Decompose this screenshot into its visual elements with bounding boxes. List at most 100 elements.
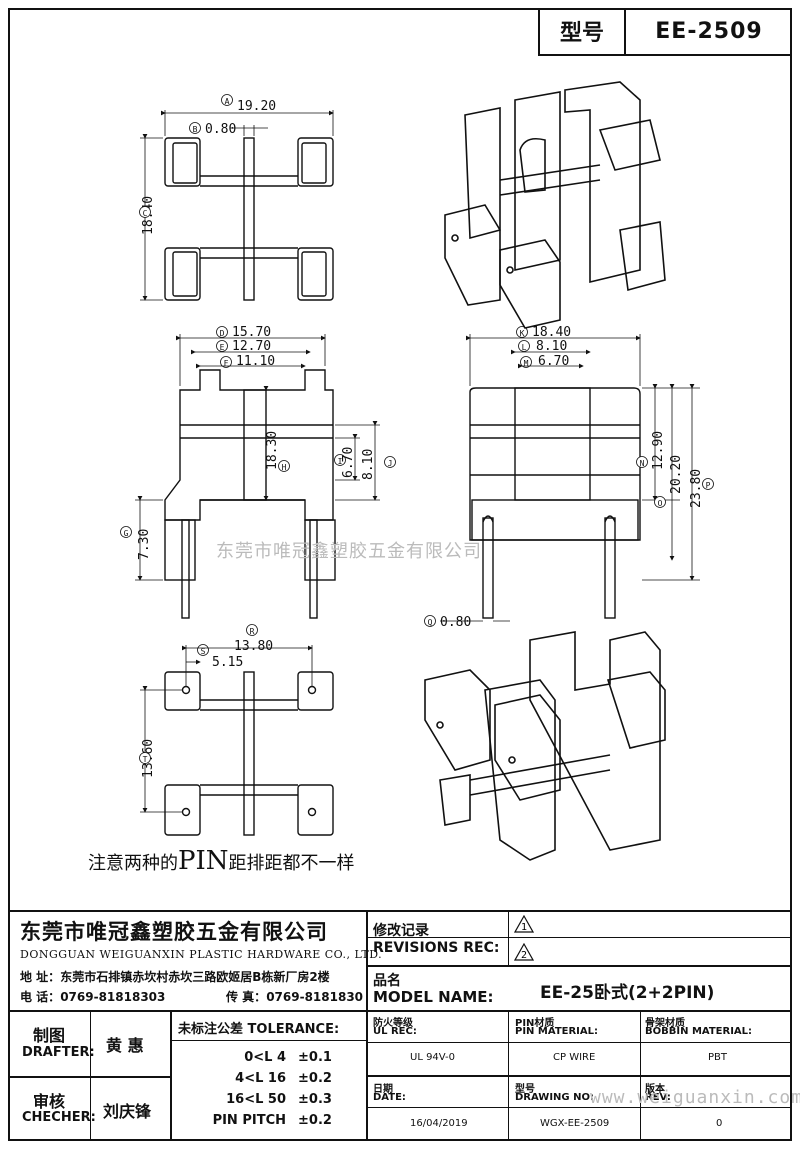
svg-text:M: M — [524, 359, 529, 368]
model-value: EE-25卧式(2+2PIN) — [540, 983, 715, 1003]
pin-note: 注意两种的PIN距排距都不一样 — [88, 846, 355, 876]
pin-note-pin: PIN — [178, 846, 229, 876]
svg-text:Q: Q — [428, 618, 433, 627]
svg-text:J: J — [388, 459, 393, 468]
svg-text:D: D — [220, 329, 225, 338]
dim-n: 12.90 N — [636, 431, 666, 470]
dim-c: 18.40 C — [139, 196, 156, 235]
dim-s: S 5.15 — [197, 644, 243, 670]
svg-text:N: N — [640, 459, 645, 468]
tolerance-table: 0<L 4±0.1 4<L 16±0.2 16<L 50±0.3 PIN PIT… — [180, 1050, 360, 1134]
drafter-label-en: DRAFTER: — [22, 1045, 95, 1060]
pin-note-pre: 注意两种的 — [88, 853, 178, 874]
drafter-name: 黄 惠 — [106, 1036, 144, 1055]
svg-text:0.80: 0.80 — [205, 122, 236, 137]
drawing-no-value: WGX-EE-2509 — [540, 1118, 610, 1129]
svg-text:0.80: 0.80 — [440, 615, 471, 630]
fax-value: 0769-8181830 — [266, 990, 364, 1004]
address-value: 东莞市石排镇赤坎村赤坎三路欧姬居B栋新厂房2楼 — [60, 970, 330, 984]
technical-drawing: A 19.20 B 0.80 18.40 C D 15.70 E 12.70 F… — [120, 81, 714, 861]
address-row: 地 址：东莞市石排镇赤坎村赤坎三路欧姬居B栋新厂房2楼 — [20, 968, 330, 985]
svg-text:P: P — [706, 481, 711, 490]
svg-text:I: I — [338, 457, 343, 466]
svg-text:5.15: 5.15 — [212, 655, 243, 670]
svg-text:7.30: 7.30 — [137, 529, 152, 560]
svg-text:13.80: 13.80 — [234, 639, 273, 654]
svg-text:8.10: 8.10 — [361, 449, 376, 480]
svg-text:19.20: 19.20 — [237, 99, 276, 114]
svg-text:23.80: 23.80 — [689, 469, 704, 508]
dim-l: L 8.10 — [518, 339, 567, 354]
checker-name: 刘庆锋 — [103, 1102, 152, 1121]
type-value: EE-2509 — [655, 18, 763, 44]
pin-material-label-en: PIN MATERIAL: — [515, 1026, 598, 1037]
type-label: 型号 — [540, 8, 626, 54]
dim-j: 8.10 J — [361, 449, 396, 480]
svg-text:L: L — [522, 343, 527, 352]
svg-text:11.10: 11.10 — [236, 354, 275, 369]
svg-text:12.70: 12.70 — [232, 339, 271, 354]
svg-text:T: T — [143, 755, 148, 764]
pin-material-value: CP WIRE — [553, 1052, 596, 1063]
svg-text:8.10: 8.10 — [536, 339, 567, 354]
dim-q: Q 0.80 — [424, 615, 471, 630]
svg-text:B: B — [193, 125, 198, 134]
isometric-view-top — [444, 81, 666, 329]
dim-e: E 12.70 — [216, 339, 271, 354]
bobbin-material-label-en: BOBBIN MATERIAL: — [645, 1026, 753, 1037]
svg-text:6.70: 6.70 — [341, 447, 356, 478]
svg-text:18.30: 18.30 — [265, 431, 280, 470]
svg-text:E: E — [220, 343, 225, 352]
svg-text:6.70: 6.70 — [538, 354, 569, 369]
dim-i: I 6.70 — [334, 447, 356, 478]
revisions-label-en: REVISIONS REC: — [373, 940, 500, 956]
drawing-no-label-en: DRAWING NO: — [515, 1092, 594, 1103]
model-label-en: MODEL NAME: — [373, 988, 494, 1006]
phone-value: 0769-81818303 — [60, 990, 166, 1004]
tolerance-row: PIN PITCH±0.2 — [212, 1113, 332, 1128]
svg-text:R: R — [250, 627, 255, 636]
tolerance-row: 16<L 50±0.3 — [226, 1092, 332, 1107]
watermark-url: www.weiguanxin.com — [590, 1087, 800, 1108]
pin-material-label-cn: PIN材质 — [515, 1018, 555, 1029]
ul-label-cn: 防火等级 — [373, 1018, 413, 1029]
tolerance-label: 未标注公差 TOLERANCE: — [178, 1022, 340, 1037]
watermark-text: 东莞市唯冠鑫塑胶五金有限公司 — [216, 541, 482, 562]
svg-text:S: S — [201, 647, 206, 656]
company-name-cn: 东莞市唯冠鑫塑胶五金有限公司 — [20, 920, 328, 944]
checker-label-en: CHECHER: — [22, 1110, 96, 1125]
revision-2-mark: 2 — [513, 942, 535, 965]
svg-text:F: F — [224, 359, 229, 368]
pin-note-post: 距排距都不一样 — [228, 853, 355, 874]
revision-1-mark: 1 — [513, 914, 535, 937]
model-label-cn: 品名 — [373, 973, 401, 989]
dim-r: R 13.80 — [234, 624, 273, 654]
dim-k: K 18.40 — [516, 325, 571, 340]
type-header: 型号 EE-2509 — [538, 8, 792, 56]
front-view — [135, 334, 380, 619]
svg-text:A: A — [225, 97, 230, 106]
date-label-en: DATE: — [373, 1092, 406, 1103]
svg-text:C: C — [143, 209, 148, 218]
dim-f: F 11.10 — [220, 354, 275, 369]
address-label: 地 址： — [20, 970, 61, 984]
dim-t: 13.60 T — [139, 739, 156, 778]
company-name-en: DONGGUAN WEIGUANXIN PLASTIC HARDWARE CO.… — [20, 948, 383, 961]
isometric-view-bottom — [424, 631, 666, 861]
svg-text:O: O — [658, 499, 663, 508]
drawing-no-label-cn: 型号 — [515, 1084, 535, 1095]
bobbin-material-label-cn: 骨架材质 — [645, 1018, 685, 1029]
top-view — [140, 110, 334, 301]
svg-text:H: H — [282, 463, 287, 472]
ul-value: UL 94V-0 — [410, 1052, 456, 1063]
bottom-view — [140, 645, 334, 836]
fax-row: 传 真：0769-8181830 — [226, 988, 363, 1005]
bobbin-material-value: PBT — [708, 1052, 727, 1063]
dim-g: G 7.30 — [120, 526, 152, 560]
side-view — [440, 334, 700, 622]
revisions-label-cn: 修改记录 — [373, 923, 429, 939]
svg-text:15.70: 15.70 — [232, 325, 271, 340]
dim-o: 20.20 O — [654, 455, 684, 508]
phone-label: 电 话： — [20, 990, 61, 1004]
svg-text:1: 1 — [521, 922, 527, 933]
